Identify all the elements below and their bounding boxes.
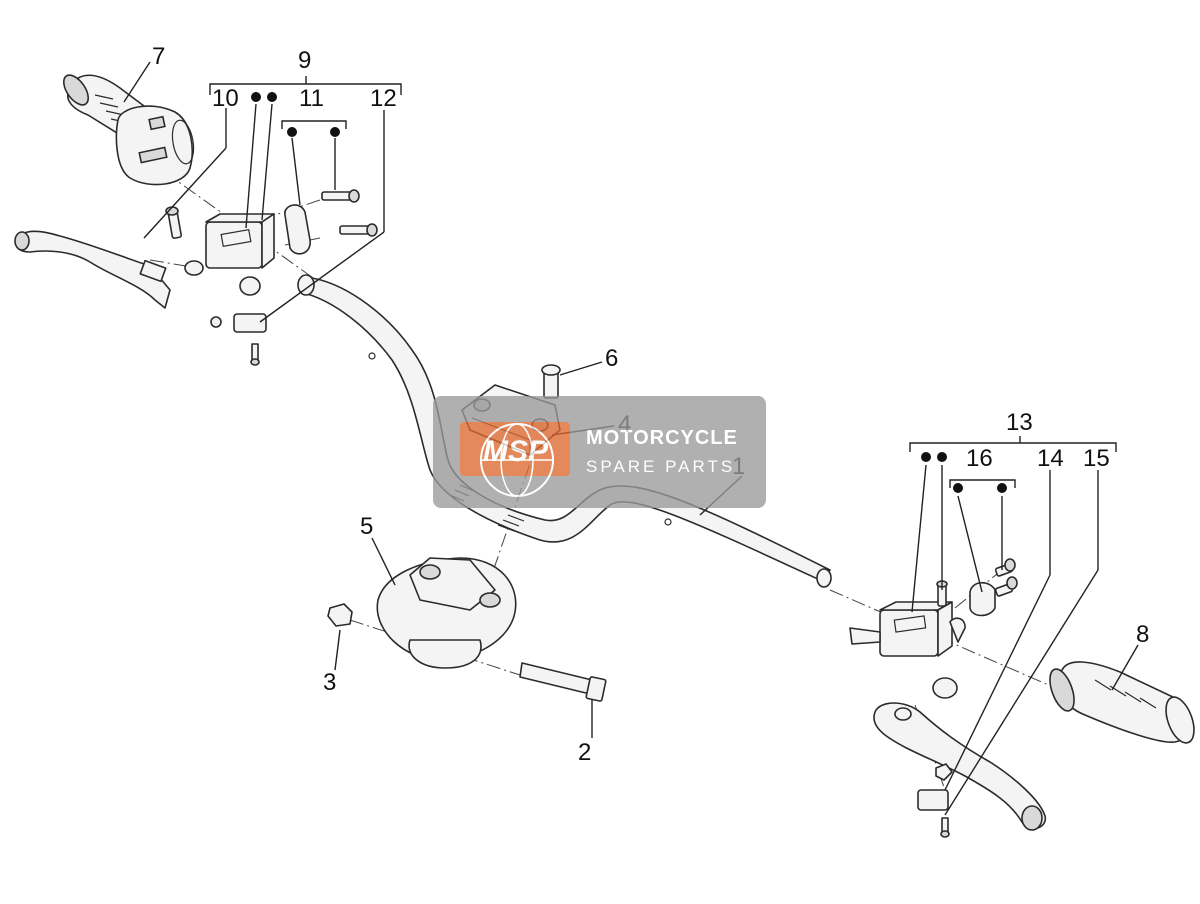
right-master-cylinder [849, 580, 966, 699]
watermark-logo-text: MSP [483, 435, 549, 468]
left-clamp-part-11 [284, 189, 378, 255]
callout-11: 11 [299, 85, 324, 112]
callout-15: 15 [1083, 445, 1110, 472]
callout-labels: 1 2 3 4 5 6 7 8 9 10 11 12 13 14 15 16 [152, 43, 1149, 766]
callout-13: 13 [1006, 409, 1033, 436]
left-master-cylinder [165, 206, 275, 328]
callout-2: 2 [578, 739, 591, 766]
callout-10: 10 [212, 85, 239, 112]
right-grip-part-8 [1049, 661, 1195, 744]
callout-5: 5 [360, 513, 373, 540]
left-grip-part-7 [62, 74, 195, 186]
callout-3: 3 [323, 669, 336, 696]
right-stop-switch-part-15 [917, 763, 953, 838]
nut-part-3 [327, 603, 353, 627]
watermark-subtitle: SPARE PARTS [586, 457, 735, 476]
left-brake-lever [14, 230, 171, 309]
callout-6: 6 [605, 345, 618, 372]
watermark: MSP MOTORCYCLE SPARE PARTS [433, 396, 766, 508]
callout-7: 7 [152, 43, 165, 70]
callout-16: 16 [966, 445, 993, 472]
callout-9: 9 [298, 47, 311, 74]
long-bolt-part-2 [519, 662, 607, 702]
callout-14: 14 [1037, 445, 1064, 472]
lower-handlebar-support-part-5 [376, 557, 517, 669]
bolt-part-6 [541, 364, 561, 399]
callout-12: 12 [370, 85, 397, 112]
right-clamp-part-16 [969, 558, 1018, 617]
callout-8: 8 [1136, 621, 1149, 648]
left-stop-switch-part-12 [233, 313, 267, 366]
watermark-title: MOTORCYCLE [586, 427, 738, 449]
group-bullet-dots [251, 92, 1007, 493]
right-brake-lever [873, 702, 1047, 831]
